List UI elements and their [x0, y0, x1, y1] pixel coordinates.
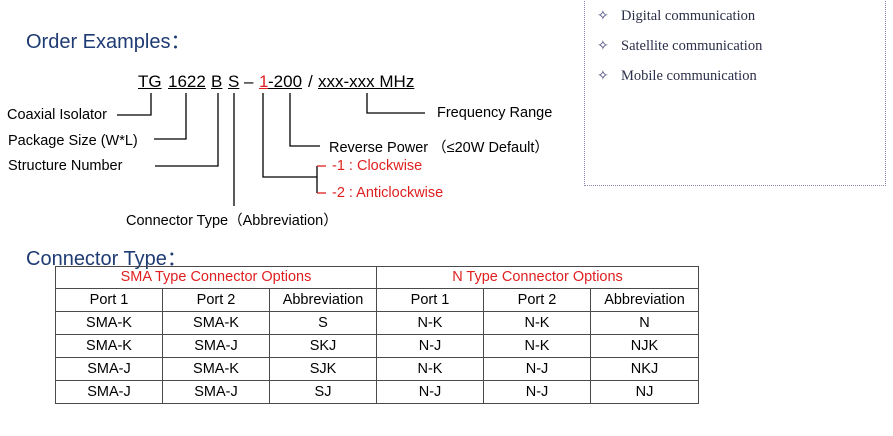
- table-cell: N: [590, 311, 699, 335]
- label-frequency-range: Frequency Range: [437, 105, 553, 121]
- column-header: Abbreviation: [269, 288, 377, 312]
- label-reverse-power: Reverse Power （≤20W Default）: [329, 140, 549, 156]
- table-cell: N-J: [376, 334, 484, 358]
- table-cell: N-K: [376, 357, 484, 381]
- table-cell: NKJ: [590, 357, 699, 381]
- code-slash: /: [308, 72, 313, 91]
- table-cell: NJK: [590, 334, 699, 358]
- table-cell: SMA-J: [162, 380, 270, 404]
- connector-type-heading: Connector Type：: [26, 248, 187, 270]
- table-cell: SMA-J: [162, 334, 270, 358]
- code-frequency: xxx-xxx MHz: [318, 72, 415, 91]
- application-item: ✧ Digital communication: [597, 8, 755, 25]
- table-cell: N-K: [483, 311, 591, 335]
- table-cell: N-K: [376, 311, 484, 335]
- table-cell: SMA-K: [55, 334, 163, 358]
- group-header-n: N Type Connector Options: [376, 266, 699, 289]
- table-cell: N-J: [483, 380, 591, 404]
- applications-box: ✧ Digital communication ✧ Satellite commun…: [584, 0, 886, 186]
- line-reverse-power: [289, 93, 320, 147]
- star-bullet-icon: ✧: [597, 69, 609, 84]
- column-header: Port 2: [483, 288, 591, 312]
- code-dash: –: [244, 72, 254, 91]
- table-row: SMA-J SMA-K SJK N-K N-J NKJ: [55, 357, 699, 381]
- line-package-size: [154, 93, 187, 140]
- code-structure: B: [211, 72, 223, 91]
- code-power: -200: [268, 72, 303, 91]
- table-row: SMA-K SMA-K S N-K N-K N: [55, 311, 699, 335]
- code-direction: 1: [259, 72, 269, 91]
- application-label: Satellite communication: [621, 38, 763, 54]
- application-label: Mobile communication: [621, 68, 757, 84]
- code-connector: S: [228, 72, 240, 91]
- table-cell: SMA-K: [162, 311, 270, 335]
- order-examples-heading: Order Examples：: [26, 31, 191, 53]
- column-header: Port 1: [376, 288, 484, 312]
- table-cell: NJ: [590, 380, 699, 404]
- code-tg: TG: [138, 72, 162, 91]
- table-cell: SJ: [269, 380, 377, 404]
- table-cell: SJK: [269, 357, 377, 381]
- table-cell: SMA-K: [55, 311, 163, 335]
- label-clockwise: -1 : Clockwise: [332, 158, 423, 174]
- star-bullet-icon: ✧: [597, 39, 609, 54]
- application-label: Digital communication: [621, 8, 756, 24]
- column-header: Port 2: [162, 288, 270, 312]
- line-coaxial-isolator: [117, 93, 152, 116]
- line-frequency: [366, 93, 425, 114]
- code-size: 1622: [168, 72, 206, 91]
- table-cell: N-J: [483, 357, 591, 381]
- table-cell: N-K: [483, 334, 591, 358]
- column-header: Port 1: [55, 288, 163, 312]
- line-direction: [262, 93, 317, 178]
- label-coaxial-isolator: Coaxial Isolator: [7, 107, 107, 123]
- connector-options-table: SMA Type Connector Options N Type Connec…: [55, 266, 699, 404]
- line-structure-number: [155, 93, 219, 167]
- star-bullet-icon: ✧: [597, 9, 609, 24]
- application-item: ✧ Satellite communication: [597, 38, 762, 55]
- table-cell: SMA-J: [55, 357, 163, 381]
- table-group-header-row: SMA Type Connector Options N Type Connec…: [55, 266, 699, 289]
- table-cell: SMA-J: [55, 380, 163, 404]
- group-header-sma: SMA Type Connector Options: [55, 266, 377, 289]
- table-cell: S: [269, 311, 377, 335]
- table-cell: N-J: [376, 380, 484, 404]
- label-package-size: Package Size (W*L): [8, 133, 138, 149]
- label-anticlockwise: -2 : Anticlockwise: [332, 185, 444, 201]
- application-item: ✧ Mobile communication: [597, 68, 757, 85]
- label-connector-type: Connector Type（Abbreviation）: [126, 213, 338, 229]
- table-row: SMA-K SMA-J SKJ N-J N-K NJK: [55, 334, 699, 358]
- table-cell: SMA-K: [162, 357, 270, 381]
- table-row: SMA-J SMA-J SJ N-J N-J NJ: [55, 380, 699, 404]
- column-header: Abbreviation: [590, 288, 699, 312]
- label-structure-number: Structure Number: [8, 158, 123, 174]
- table-column-header-row: Port 1 Port 2 Abbreviation Port 1 Port 2…: [55, 288, 699, 312]
- table-cell: SKJ: [269, 334, 377, 358]
